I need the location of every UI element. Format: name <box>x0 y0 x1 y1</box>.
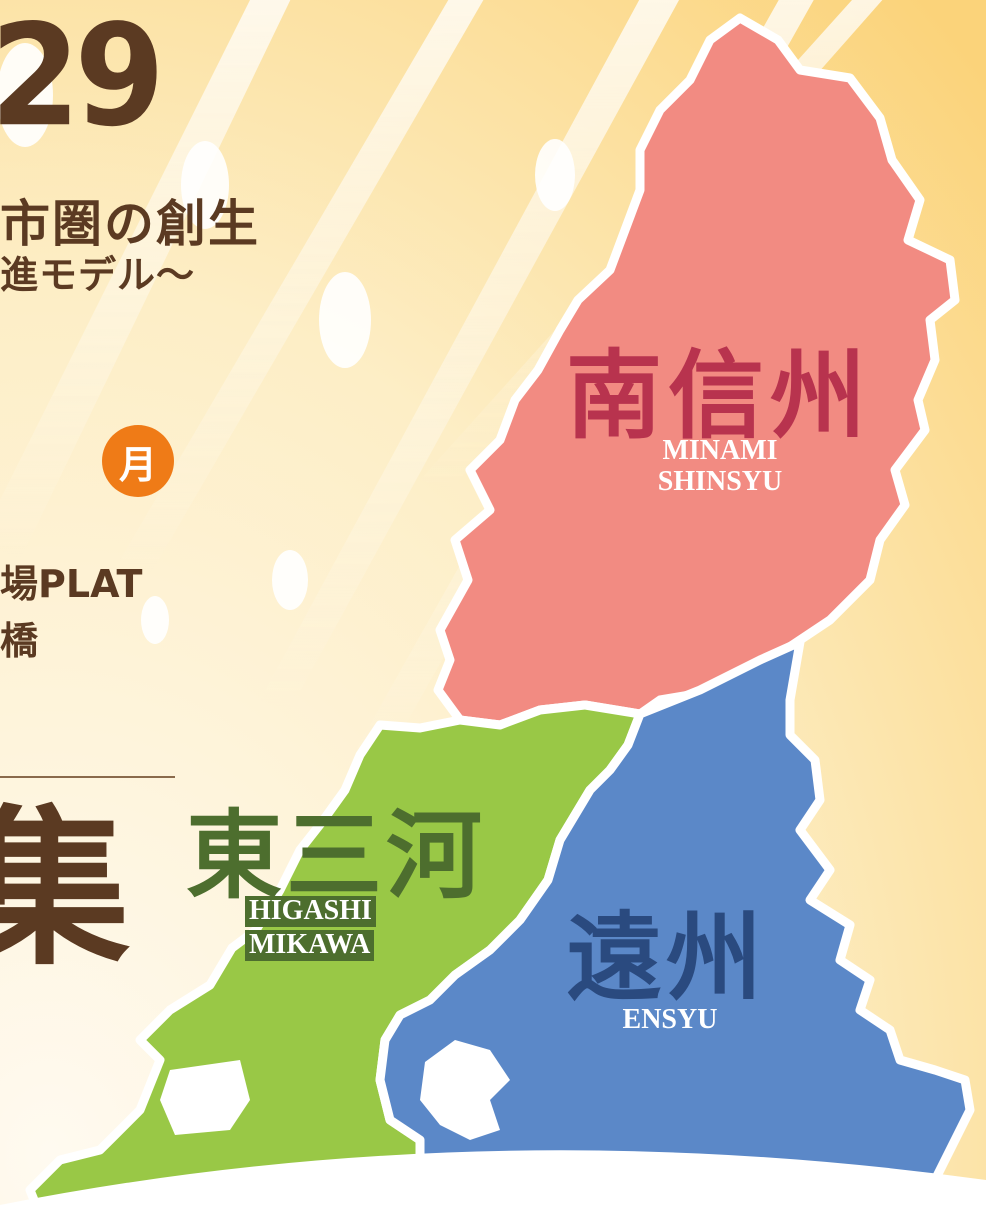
region-label-en-minami-shinsyu: MINAMI SHINSYU <box>600 435 840 498</box>
light-bubbles <box>0 43 575 644</box>
headline-line-1: 市圏の創生 <box>0 195 260 253</box>
region-en-line-2: MIKAWA <box>245 929 375 961</box>
region-en-line-1: HIGASHI <box>245 895 376 927</box>
weekday-badge: 月 <box>102 425 174 497</box>
region-label-en-higashi-mikawa: HIGASHI MIKAWA <box>245 895 415 964</box>
region-en-line-2: SHINSYU <box>657 465 783 497</box>
region-label-en-ensyu: ENSYU <box>560 1004 780 1036</box>
venue-line-1: 場PLAT <box>0 562 143 606</box>
bay-water <box>160 1060 250 1135</box>
region-en-line-1: ENSYU <box>622 1004 718 1035</box>
region-label-higashi-mikawa: 東三河 <box>186 799 486 912</box>
region-ensyu <box>375 637 975 1215</box>
divider-line <box>0 776 175 778</box>
venue-line-2: 橋 <box>0 619 39 663</box>
region-en-line-1: MINAMI <box>662 435 778 466</box>
region-label-ensyu: 遠州 <box>566 901 766 1014</box>
event-date-number: 29 <box>0 0 165 158</box>
lake-hamana <box>420 1040 510 1140</box>
headline-line-2: 進モデル〜 <box>0 253 196 297</box>
region-label-minami-shinsyu: 南信州 <box>566 339 872 452</box>
large-kanji: 集 <box>0 791 131 989</box>
coast-sea <box>0 1150 986 1215</box>
